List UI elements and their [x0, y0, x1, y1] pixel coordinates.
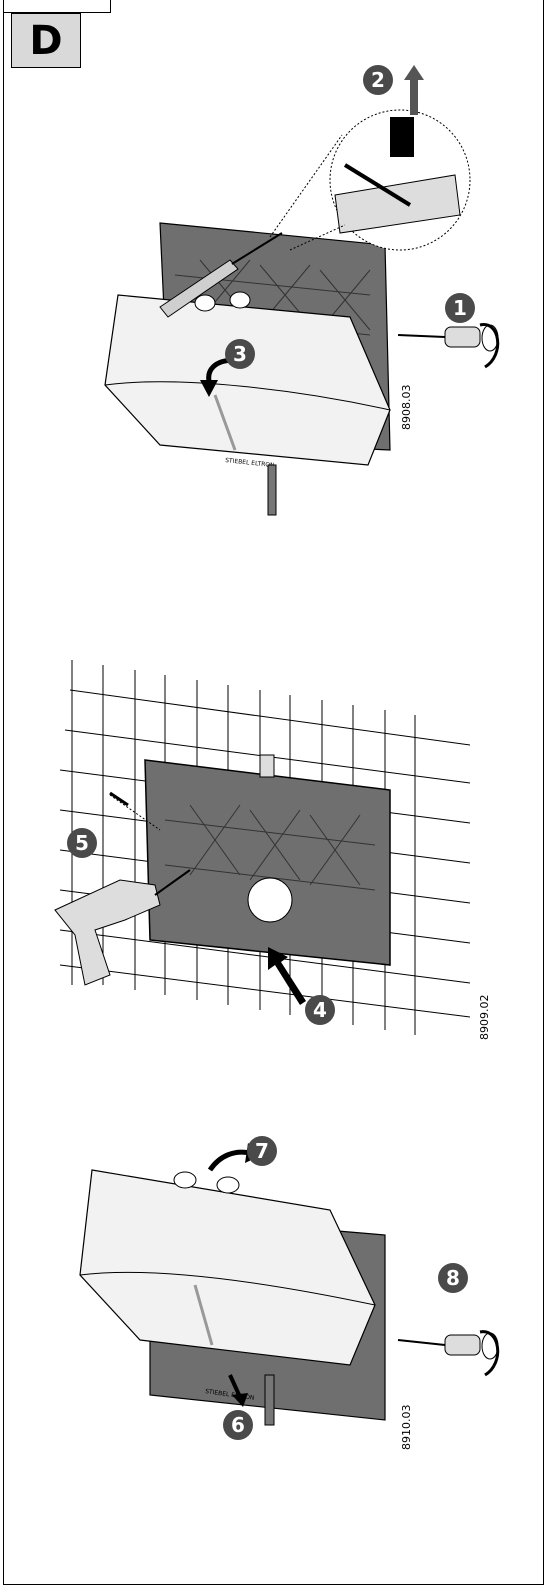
step-callout — [363, 65, 393, 95]
step-number: 8 — [446, 1266, 460, 1290]
water-connector — [216, 1176, 240, 1194]
rotate-arrow-icon — [479, 323, 500, 369]
water-connector — [173, 1171, 197, 1189]
section-letter-box: D — [11, 13, 81, 68]
detail-screwdriver — [343, 163, 412, 207]
figure-attach-cover: STIEBEL ELTRON 6 7 8 8910.03 — [79, 1136, 500, 1451]
cover-seam — [213, 394, 237, 451]
detail-latch — [390, 117, 414, 157]
appliance-cover — [79, 1169, 376, 1366]
mounting-plate — [144, 759, 391, 966]
brand-label: STIEBEL ELTRON — [225, 457, 275, 469]
drill-bit — [154, 869, 191, 896]
step-callout — [67, 828, 97, 858]
cover-edge — [79, 1271, 376, 1306]
arrow-up-icon — [404, 65, 424, 115]
step-callout — [225, 339, 255, 369]
water-connector — [194, 294, 216, 312]
figure-mount-plate: 4 5 8909.02 — [54, 660, 491, 1041]
cover-edge — [104, 381, 391, 411]
screwdriver-shaft — [397, 1339, 446, 1346]
cover-seam — [193, 1284, 214, 1346]
step-number: 2 — [371, 68, 385, 92]
figure-reference: 8909.02 — [478, 995, 491, 1041]
figure-reference: 8910.03 — [400, 1405, 413, 1451]
screwdriver-handle — [444, 1334, 481, 1356]
screwdriver-end — [481, 1332, 499, 1360]
arrow-head-icon — [232, 1393, 248, 1407]
plate-latch — [259, 754, 275, 778]
step-number: 6 — [231, 1413, 245, 1437]
figure-reference: 8908.03 — [400, 385, 413, 431]
step-callout — [223, 1410, 253, 1440]
section-letter: D — [29, 17, 63, 64]
header-divider — [110, 0, 111, 12]
step-number: 4 — [313, 998, 327, 1022]
arrow-head-icon — [200, 380, 218, 397]
cable — [267, 464, 277, 516]
water-connector — [229, 291, 251, 309]
rotate-arrow-icon — [479, 1330, 500, 1377]
step-number: 1 — [453, 296, 467, 320]
arrow-up-icon — [268, 947, 306, 1005]
drill — [54, 879, 161, 986]
detail-plate — [334, 174, 461, 234]
wall-plug — [109, 791, 129, 807]
screwdriver-end — [481, 324, 499, 352]
cable — [264, 1374, 275, 1426]
screwdriver-handle — [444, 326, 481, 348]
appliance-cover — [104, 294, 391, 466]
step-callout — [247, 1136, 277, 1166]
leader-line — [269, 134, 343, 238]
screwdriver-handle — [159, 259, 239, 318]
screwdriver-shaft — [397, 334, 446, 338]
step-number: 5 — [75, 831, 89, 855]
screwdriver-shaft — [231, 232, 283, 265]
step-callout — [305, 995, 335, 1025]
header-rule — [3, 12, 111, 13]
cable-opening — [247, 877, 293, 923]
rotate-arrow-icon — [207, 1149, 251, 1172]
arrow-down-icon — [228, 1374, 242, 1398]
step-callout — [438, 1263, 468, 1293]
step-callout — [445, 293, 475, 323]
page-frame — [3, 0, 544, 1585]
step-number: 3 — [233, 342, 247, 366]
figure-remove-cover: STIEBEL ELTRON 1 2 3 8908.03 — [104, 65, 500, 516]
step-number: 7 — [255, 1139, 269, 1163]
